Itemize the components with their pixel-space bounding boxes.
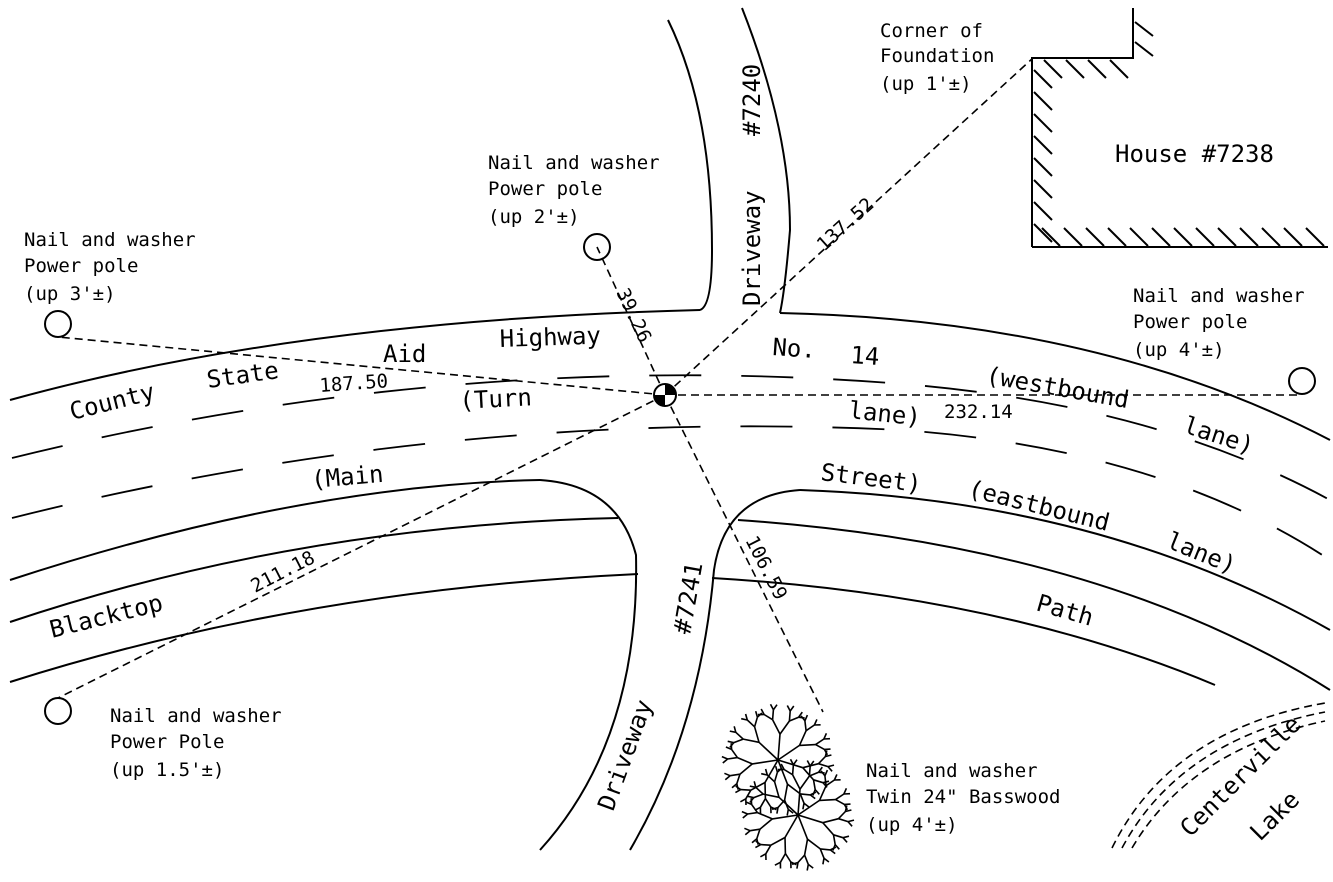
control-point-icon xyxy=(653,383,677,407)
path-north-edge-west xyxy=(9,517,619,623)
svg-text:(up 3'±): (up 3'±) xyxy=(24,283,116,305)
note-basswood: Nail and washer Twin 24" Basswood (up 4'… xyxy=(866,760,1060,836)
path-south-edge-east xyxy=(711,577,1216,686)
svg-text:Corner of: Corner of xyxy=(880,20,983,42)
note-pole-east: Nail and washer Power pole (up 4'±) xyxy=(1133,285,1305,361)
power-pole-west-marker xyxy=(44,310,72,338)
path-south-edge-west xyxy=(9,573,639,683)
svg-text:Foundation: Foundation xyxy=(880,45,994,67)
turn-lane-label: lane) xyxy=(847,396,922,431)
distance-pole-north: 39.26 xyxy=(611,285,655,346)
blacktop-label: Blacktop xyxy=(47,589,166,644)
svg-text:Nail and washer: Nail and washer xyxy=(24,229,196,251)
svg-text:(up 1'±): (up 1'±) xyxy=(880,73,972,95)
svg-text:(up 1.5'±): (up 1.5'±) xyxy=(110,759,224,781)
power-pole-southwest-marker xyxy=(44,697,72,725)
note-pole-west: Nail and washer Power pole (up 3'±) xyxy=(24,229,196,305)
svg-text:Nail and washer: Nail and washer xyxy=(488,152,660,174)
eastbound-lane-label: lane) xyxy=(1163,527,1240,580)
svg-text:Nail and washer: Nail and washer xyxy=(866,760,1038,782)
svg-text:(up 2'±): (up 2'±) xyxy=(488,206,580,228)
highway-word: State xyxy=(205,356,280,394)
path-label: Path xyxy=(1033,589,1096,632)
svg-text:Power pole: Power pole xyxy=(24,255,138,277)
power-pole-east-marker xyxy=(1288,367,1316,395)
note-pole-southwest: Nail and washer Power Pole (up 1.5'±) xyxy=(110,705,282,781)
distance-pole-east: 232.14 xyxy=(944,401,1013,423)
tie-lines xyxy=(57,57,1302,713)
tie-line-pole-north xyxy=(596,246,666,396)
tie-line-pole-southwest xyxy=(57,394,666,699)
svg-text:Twin 24" Basswood: Twin 24" Basswood xyxy=(866,786,1060,808)
svg-text:(up 4'±): (up 4'±) xyxy=(866,814,958,836)
driveway-north-label: Driveway xyxy=(738,190,766,306)
highway-word: Highway xyxy=(499,321,601,353)
svg-text:Nail and washer: Nail and washer xyxy=(110,705,282,727)
driveway-north xyxy=(667,7,792,314)
svg-text:(up 4'±): (up 4'±) xyxy=(1133,339,1225,361)
note-pole-north: Nail and washer Power pole (up 2'±) xyxy=(488,152,660,228)
tie-line-foundation xyxy=(664,57,1034,396)
turn-lane-label: (Turn xyxy=(459,383,533,415)
westbound-lane-label: lane) xyxy=(1180,411,1257,460)
main-street-label: (Main xyxy=(310,460,384,494)
highway-word: Aid xyxy=(383,340,426,368)
highway-word: No. xyxy=(772,333,817,364)
highway-north-edge xyxy=(9,309,1331,441)
svg-text:Power pole: Power pole xyxy=(488,178,602,200)
lake-label: Lake xyxy=(1244,786,1305,847)
house-label: House #7238 xyxy=(1115,140,1274,168)
house-outline xyxy=(1031,8,1328,248)
distance-basswood: 106.59 xyxy=(741,532,792,603)
lake-shoreline xyxy=(1111,702,1326,849)
lane-line-middle xyxy=(11,425,1331,561)
eastbound-lane-label: (eastbound xyxy=(966,475,1113,537)
driveway-south-number: #7241 xyxy=(668,560,708,636)
power-pole-north-marker xyxy=(583,233,611,261)
svg-text:Nail and washer: Nail and washer xyxy=(1133,285,1305,307)
distance-pole-southwest: 211.18 xyxy=(247,547,318,598)
blacktop-path xyxy=(9,517,1331,691)
tie-line-basswood xyxy=(664,394,824,713)
path-north-edge-east xyxy=(737,519,1331,691)
highway-word: 14 xyxy=(850,341,881,371)
svg-text:Power Pole: Power Pole xyxy=(110,731,224,753)
distance-foundation: 137.52 xyxy=(813,193,879,255)
highway-south-edge-west xyxy=(9,479,541,581)
driveway-north-number: #7240 xyxy=(738,64,766,136)
basswood-tree-icon xyxy=(721,703,855,871)
highway-word: County xyxy=(67,378,158,426)
driveway-south xyxy=(539,479,801,851)
svg-text:Power pole: Power pole xyxy=(1133,311,1247,333)
highway xyxy=(9,309,1331,631)
highway-south-edge-east xyxy=(799,489,1331,631)
note-foundation: Corner of Foundation (up 1'±) xyxy=(880,20,994,95)
tie-line-pole-west xyxy=(57,336,666,396)
distance-pole-west: 187.50 xyxy=(319,370,389,397)
